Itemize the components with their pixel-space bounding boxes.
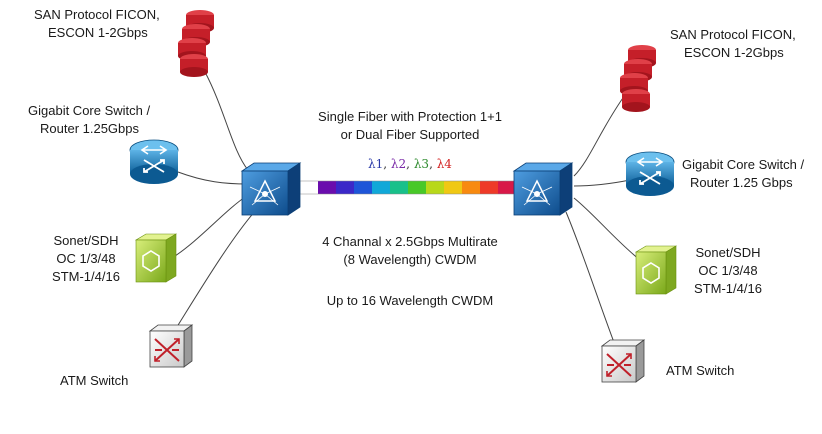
right-router-label: Gigabit Core Switch / Router 1.25 Gbps <box>682 156 804 192</box>
wavelength-list-items: λ1, λ2, λ3, λ4 <box>368 157 452 171</box>
spectrum-band <box>372 181 391 194</box>
right-sonet-sdh-icon <box>634 245 678 295</box>
connection-lines <box>171 71 641 346</box>
wavelength-2: λ2 <box>390 157 407 171</box>
left-sonet-label-line2: OC 1/3/48 <box>56 251 116 266</box>
right-sonet-label-line1: Sonet/SDH <box>695 245 761 260</box>
right-atm-label: ATM Switch <box>666 363 735 378</box>
right-atm-switch-icon <box>600 339 646 383</box>
right-cwdm-mux-icon <box>512 162 574 216</box>
right-san-storage-icon <box>620 45 656 112</box>
right-router-label-line2: Router 1.25 Gbps <box>690 175 793 190</box>
wavelength-separator: , <box>406 157 414 171</box>
left-link-san <box>204 71 249 171</box>
left-san-label-line1: SAN Protocol FICON, <box>34 7 160 22</box>
left-cwdm-mux-icon <box>240 162 302 216</box>
spectrum-band <box>498 181 517 194</box>
right-link-sonet <box>573 197 641 261</box>
spectrum-band <box>390 181 409 194</box>
fiber-protection-label: Single Fiber with Protection 1+1 or Dual… <box>290 108 530 144</box>
wavelength-1: λ1 <box>368 157 384 171</box>
left-san-label: SAN Protocol FICON, ESCON 1-2Gbps <box>34 6 160 42</box>
spectrum-band <box>444 181 463 194</box>
right-link-san <box>573 94 626 177</box>
spectrum-band <box>354 181 373 194</box>
wavelength-separator: , <box>383 157 391 171</box>
right-sonet-label: Sonet/SDH OC 1/3/48 STM-1/4/16 <box>688 244 768 298</box>
left-san-storage-icon <box>178 10 214 77</box>
left-router-icon <box>129 139 179 184</box>
left-atm-switch-icon <box>148 324 194 368</box>
right-router-label-line1: Gigabit Core Switch / <box>682 157 805 172</box>
left-router-label-line1: Gigabit Core Switch / <box>28 103 151 118</box>
right-sonet-label-line2: OC 1/3/48 <box>698 263 758 278</box>
channel-info-line2: (8 Wavelength) CWDM <box>343 252 477 267</box>
right-link-router <box>573 179 631 187</box>
channel-info-line1: 4 Channal x 2.5Gbps Multirate <box>322 234 498 249</box>
spectrum-band <box>300 181 319 194</box>
left-sonet-sdh-icon <box>134 233 178 283</box>
left-router-label-line2: Router 1.25Gbps <box>40 121 140 136</box>
spectrum-band <box>462 181 481 194</box>
spectrum-band <box>408 181 427 194</box>
left-san-label-line2: ESCON 1-2Gbps <box>48 25 148 40</box>
upto-wavelength-label: Up to 16 Wavelength CWDM <box>326 293 494 308</box>
right-san-label-line1: SAN Protocol FICON, <box>670 27 796 42</box>
spectrum-band <box>336 181 355 194</box>
left-link-sonet <box>171 194 249 259</box>
right-san-label-line2: ESCON 1-2Gbps <box>684 45 784 60</box>
wavelength-3: λ3 <box>413 157 430 171</box>
left-sonet-label-line1: Sonet/SDH <box>53 233 119 248</box>
left-sonet-label: Sonet/SDH OC 1/3/48 STM-1/4/16 <box>46 232 126 286</box>
right-router-icon <box>625 151 675 196</box>
right-sonet-label-line3: STM-1/4/16 <box>694 281 762 296</box>
left-link-atm <box>174 209 257 331</box>
left-sonet-label-line3: STM-1/4/16 <box>52 269 120 284</box>
spectrum-band <box>480 181 499 194</box>
right-link-atm <box>565 211 616 346</box>
wavelength-4: λ4 <box>436 157 452 171</box>
fiber-protection-line1: Single Fiber with Protection 1+1 <box>318 109 502 124</box>
wavelength-list: λ1, λ2, λ3, λ4 <box>330 155 490 173</box>
fiber-spectrum-bar <box>299 180 517 195</box>
left-link-router <box>177 171 249 185</box>
right-san-label: SAN Protocol FICON, ESCON 1-2Gbps <box>670 26 796 62</box>
fiber-protection-line2: or Dual Fiber Supported <box>340 127 480 142</box>
left-router-label: Gigabit Core Switch / Router 1.25Gbps <box>28 102 150 138</box>
channel-info-label: 4 Channal x 2.5Gbps Multirate (8 Wavelen… <box>290 233 530 269</box>
spectrum-band <box>426 181 445 194</box>
left-atm-label: ATM Switch <box>60 373 129 388</box>
wavelength-separator: , <box>429 157 437 171</box>
spectrum-band <box>318 181 337 194</box>
